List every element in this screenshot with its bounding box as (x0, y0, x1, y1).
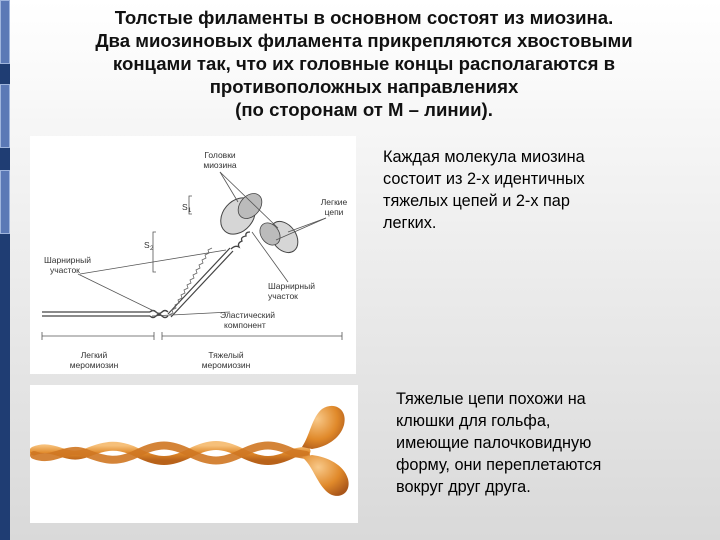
title-line: концами так, что их головные концы распо… (112, 53, 616, 74)
label-hinge-left-1: Шарнирный (44, 255, 91, 265)
label-heavy-meromyosin-1: Тяжелый (208, 350, 244, 360)
myosin-structure-diagram: Головки миозина S 1 S 2 Легкие цепи Шарн… (30, 136, 356, 374)
label-s2-sub: 2 (150, 246, 154, 252)
heavy-chain-illustration (29, 385, 358, 523)
heavy-chain-svg (29, 405, 349, 496)
text-line: Каждая молекула миозина (383, 148, 585, 166)
myosin-tail (42, 309, 169, 319)
label-light-meromyosin-2: меромиозин (70, 360, 119, 370)
text-line: форму, они переплетаются (396, 456, 602, 474)
text-line: легких. (383, 214, 437, 232)
twisted-rod (29, 441, 311, 465)
accent-block-1 (0, 0, 10, 64)
accent-block-3 (0, 170, 10, 234)
label-light-chains-2: цепи (325, 207, 344, 217)
label-light-meromyosin-1: Легкий (81, 350, 108, 360)
title-line: противоположных направлениях (209, 76, 519, 97)
accent-block-2 (0, 84, 10, 148)
text-line: Тяжелые цепи похожи на (396, 390, 586, 408)
label-heads-1: Головки (204, 150, 236, 160)
left-accent-bar (0, 0, 10, 540)
annotation-lines (41, 171, 343, 340)
slide-title: Толстые филаменты в основном состоят из … (26, 6, 702, 121)
label-s2: S (144, 240, 150, 250)
label-light-chains-1: Легкие (321, 197, 348, 207)
myosin-s2-rod (167, 231, 251, 318)
label-elastic-2: компонент (224, 320, 266, 330)
text-line: вокруг друг друга. (396, 478, 531, 496)
text-line: имеющие палочковидную (396, 434, 592, 452)
label-hinge-right-1: Шарнирный (268, 281, 315, 291)
label-heads-2: миозина (203, 160, 237, 170)
text-line: тяжелых цепей и 2-х пар (383, 192, 570, 210)
title-line: (по сторонам от М – линии). (235, 99, 493, 120)
title-line: Два миозиновых филамента прикрепляются х… (95, 30, 633, 51)
myosin-diagram-svg: Головки миозина S 1 S 2 Легкие цепи Шарн… (41, 150, 348, 370)
text-line: клюшки для гольфа, (396, 412, 551, 430)
heavy-chain-heads (302, 405, 349, 496)
label-s1-sub: 1 (188, 208, 192, 214)
label-s1: S (182, 202, 188, 212)
label-hinge-left-2: участок (50, 265, 80, 275)
molecule-description: Каждая молекула миозина состоит из 2-х и… (383, 146, 703, 234)
label-hinge-right-2: участок (268, 291, 298, 301)
myosin-heads (220, 193, 299, 254)
heavy-chains-description: Тяжелые цепи похожи на клюшки для гольфа… (396, 388, 706, 498)
title-line: Толстые филаменты в основном состоят из … (114, 7, 614, 28)
label-heavy-meromyosin-2: меромиозин (202, 360, 251, 370)
text-line: состоит из 2-х идентичных (383, 170, 585, 188)
label-elastic-1: Эластический (220, 310, 275, 320)
